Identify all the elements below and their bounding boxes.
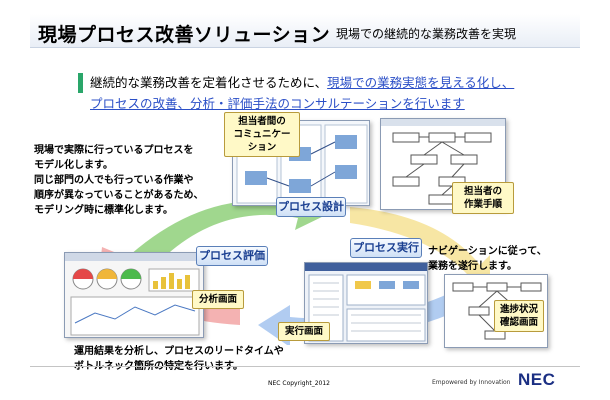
- design-description-line1: 現場で実際に行っているプロセスを: [34, 145, 194, 156]
- nec-logo: NEC: [518, 370, 556, 389]
- execute-description: ナビゲーションに従って、 業務を遂行します。: [428, 244, 558, 274]
- design-description-line3: 同じ部門の人でも行っている作業や: [34, 175, 194, 186]
- analysis-screenshot: [64, 252, 204, 338]
- design-description: 現場で実際に行っているプロセスを モデル化します。 同じ部門の人でも行っている作…: [34, 143, 254, 218]
- design-description-line4: 順序が異なっていることがあるため、: [34, 190, 204, 201]
- callout-analysis-label: 分析画面: [198, 294, 237, 305]
- phase-evaluate-label: プロセス評価: [196, 246, 268, 266]
- callout-work-procedure-line1: 担当者の: [463, 186, 502, 197]
- design-description-line5: モデリング時に標準化します。: [34, 205, 173, 216]
- arrow-yellow: [350, 207, 490, 295]
- evaluate-description-line1: 運用結果を分析し、プロセスのリードタイムや: [74, 346, 284, 357]
- intro-accent-bar: [78, 73, 83, 93]
- callout-execution-label: 実行画面: [284, 326, 323, 337]
- evaluate-description: 運用結果を分析し、プロセスのリードタイムや ボトルネック箇所の特定を行います。: [74, 344, 334, 374]
- callout-work-procedure: 担当者の 作業手順: [452, 182, 514, 214]
- footer-divider: [30, 366, 580, 367]
- callout-communication: 担当者間の コミュニケーション: [224, 112, 300, 157]
- copyright-text: NEC Copyright_2012: [268, 380, 330, 387]
- page-subtitle: 現場での継続的な業務改善を実現: [336, 27, 517, 41]
- callout-progress: 進捗状況 確認画面: [494, 300, 544, 332]
- intro-plain-text: 継続的な業務改善を定着化させるために、: [90, 75, 328, 90]
- callout-work-procedure-line2: 作業手順: [463, 199, 502, 210]
- callout-progress-line1: 進捗状況: [499, 304, 538, 315]
- header-band: [30, 14, 580, 48]
- intro-text: 継続的な業務改善を定着化させるために、現場での業務実態を見える化し、 プロセスの…: [90, 72, 560, 114]
- execute-description-line2: 業務を遂行します。: [428, 261, 517, 272]
- intro-link-consulting[interactable]: プロセスの改善、分析・評価手法のコンサルテーションを行います: [90, 96, 465, 111]
- tagline-text: Empowered by Innovation: [432, 379, 511, 386]
- design-description-line2: モデル化します。: [34, 160, 113, 171]
- callout-execution: 実行画面: [278, 322, 330, 341]
- callout-progress-line2: 確認画面: [499, 317, 538, 328]
- page-title: 現場プロセス改善ソリューション: [38, 24, 331, 46]
- intro-link-visualize[interactable]: 現場での業務実態を見える化し、: [327, 75, 515, 90]
- execute-description-line1: ナビゲーションに従って、: [428, 246, 547, 257]
- callout-communication-line2: コミュニケーション: [233, 129, 291, 153]
- phase-design-label: プロセス設計: [276, 197, 346, 217]
- callout-analysis: 分析画面: [192, 290, 244, 309]
- callout-communication-line1: 担当者間の: [238, 116, 286, 127]
- phase-execute-label: プロセス実行: [350, 238, 422, 258]
